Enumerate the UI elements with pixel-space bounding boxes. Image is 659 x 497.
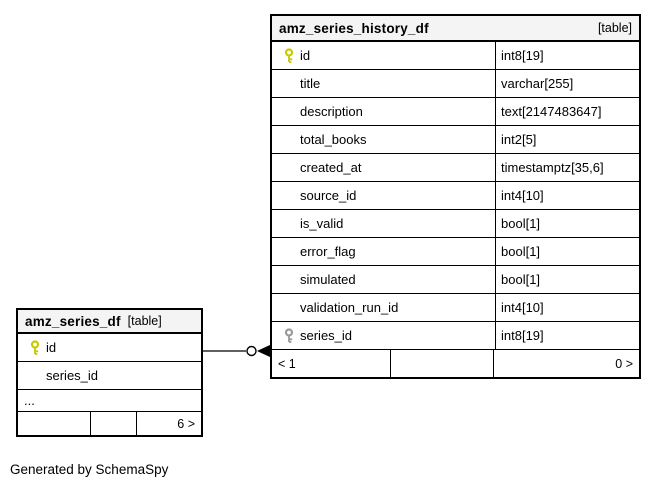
table-type-badge: [table]	[127, 314, 162, 328]
table-footer: < 1 0 >	[272, 350, 639, 377]
column-name: validation_run_id	[300, 300, 399, 315]
column-row-series-id[interactable]: series_id int8[19]	[272, 322, 639, 350]
column-row-series-id[interactable]: series_id	[18, 362, 201, 390]
column-name: description	[300, 104, 363, 119]
column-type: int8[19]	[495, 322, 639, 349]
column-row-error-flag[interactable]: error_flag bool[1]	[272, 238, 639, 266]
column-type: bool[1]	[495, 266, 639, 293]
column-row-validation-run-id[interactable]: validation_run_id int4[10]	[272, 294, 639, 322]
generated-by-caption: Generated by SchemaSpy	[10, 462, 169, 477]
column-type: varchar[255]	[495, 70, 639, 97]
column-row-total-books[interactable]: total_books int2[5]	[272, 126, 639, 154]
table-title: amz_series_df	[25, 313, 121, 329]
column-row-is-valid[interactable]: is_valid bool[1]	[272, 210, 639, 238]
column-type: bool[1]	[495, 238, 639, 265]
column-row-description[interactable]: description text[2147483647]	[272, 98, 639, 126]
column-row-id[interactable]: id	[18, 334, 201, 362]
column-row-simulated[interactable]: simulated bool[1]	[272, 266, 639, 294]
column-type: bool[1]	[495, 210, 639, 237]
column-name: source_id	[300, 188, 357, 203]
column-row-title[interactable]: title varchar[255]	[272, 70, 639, 98]
column-name: created_at	[300, 160, 362, 175]
column-name: series_id	[300, 328, 353, 343]
column-name: error_flag	[300, 244, 356, 259]
column-type: int4[10]	[495, 294, 639, 321]
column-name: simulated	[300, 272, 356, 287]
columns-ellipsis-row[interactable]: ...	[18, 390, 201, 412]
outgoing-degree: 0 >	[615, 356, 633, 371]
column-type: int8[19]	[495, 42, 639, 69]
column-name: series_id	[46, 368, 99, 383]
primary-key-icon	[278, 47, 300, 64]
column-name: id	[46, 340, 57, 355]
column-row-source-id[interactable]: source_id int4[10]	[272, 182, 639, 210]
column-type: timestamptz[35,6]	[495, 154, 639, 181]
ellipsis-label: ...	[24, 393, 35, 408]
foreign-key-icon	[278, 327, 300, 344]
table-header[interactable]: amz_series_history_df [table]	[272, 16, 639, 42]
column-row-created-at[interactable]: created_at timestamptz[35,6]	[272, 154, 639, 182]
table-footer: 6 >	[18, 412, 201, 435]
footer-spacer-cell	[91, 412, 137, 435]
column-type: int2[5]	[495, 126, 639, 153]
incoming-degree: < 1	[272, 350, 391, 377]
table-title: amz_series_history_df	[279, 20, 429, 36]
table-amz-series-df: amz_series_df [table] id series_id ... 6…	[16, 308, 203, 437]
zero-cardinality-circle-icon	[246, 345, 257, 357]
footer-spacer-cell	[18, 412, 91, 435]
outgoing-degree: 6 >	[177, 416, 195, 431]
column-name: is_valid	[300, 216, 344, 231]
table-type-badge: [table]	[597, 21, 632, 35]
column-type: int4[10]	[495, 182, 639, 209]
table-amz-series-history-df: amz_series_history_df [table] id int8[19…	[270, 14, 641, 379]
column-name: total_books	[300, 132, 367, 147]
footer-spacer-cell	[391, 350, 494, 377]
column-row-id[interactable]: id int8[19]	[272, 42, 639, 70]
column-name: id	[300, 48, 311, 63]
column-type: text[2147483647]	[495, 98, 639, 125]
column-name: title	[300, 76, 321, 91]
crow-foot-icon	[257, 344, 271, 358]
fk-relationship-line	[202, 344, 271, 358]
table-header[interactable]: amz_series_df [table]	[18, 310, 201, 334]
primary-key-icon	[24, 339, 46, 356]
